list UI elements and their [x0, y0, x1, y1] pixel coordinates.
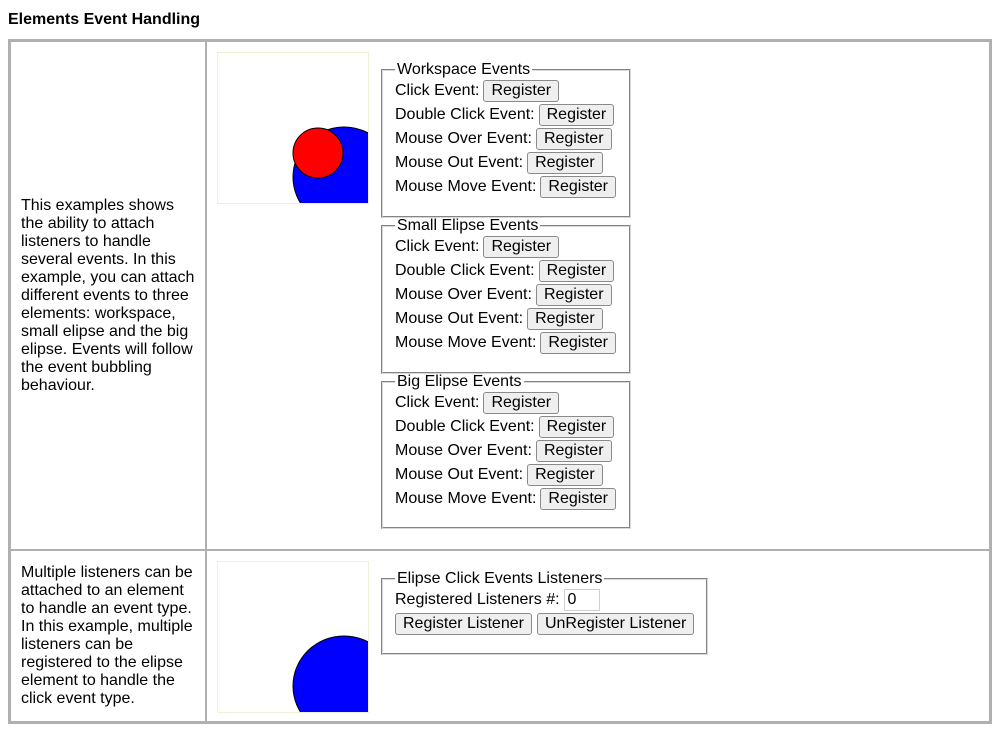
- workspace-canvas[interactable]: [217, 52, 369, 204]
- se-mouseout-row: Mouse Out Event:Register: [395, 307, 617, 331]
- se-dblclick-row: Double Click Event:Register: [395, 259, 617, 283]
- section2-description-cell: Multiple listeners can be attached to an…: [10, 550, 206, 722]
- big-elipse-events-fieldset: Big Elipse Events Click Event:Register D…: [381, 373, 631, 529]
- ws-mouseover-register-button[interactable]: Register: [535, 128, 612, 150]
- be-mouseover-row: Mouse Over Event:Register: [395, 439, 617, 463]
- se-mousemove-register-button[interactable]: Register: [540, 332, 616, 354]
- ws-mousemove-register-button[interactable]: Register: [540, 176, 616, 198]
- se-mouseout-label: Mouse Out Event:: [395, 310, 524, 327]
- be-mousemove-register-button[interactable]: Register: [540, 488, 616, 510]
- be-mouseover-label: Mouse Over Event:: [395, 442, 532, 459]
- se-click-label: Click Event:: [395, 238, 480, 255]
- listener-count-input[interactable]: [563, 589, 600, 611]
- small-elipse-events-legend: Small Elipse Events: [397, 217, 539, 234]
- be-mouseout-register-button[interactable]: Register: [527, 464, 603, 486]
- register-listener-button[interactable]: Register Listener: [395, 613, 532, 635]
- workspace-svg: [292, 126, 368, 203]
- se-mouseout-register-button[interactable]: Register: [527, 308, 603, 330]
- workspace-events-fieldset: Workspace Events Click Event:Register Do…: [381, 61, 631, 218]
- ws-mouseout-label: Mouse Out Event:: [395, 154, 524, 171]
- ws-click-row: Click Event:Register: [395, 79, 617, 103]
- be-mouseout-label: Mouse Out Event:: [395, 466, 524, 483]
- big-elipse-events-legend: Big Elipse Events: [397, 373, 522, 390]
- ws-dblclick-register-button[interactable]: Register: [538, 104, 615, 126]
- be-mouseover-register-button[interactable]: Register: [535, 440, 612, 462]
- se-click-register-button[interactable]: Register: [483, 236, 560, 258]
- page-title: Elements Event Handling: [8, 11, 201, 28]
- se-mouseover-label: Mouse Over Event:: [395, 286, 532, 303]
- se-mousemove-label: Mouse Move Event:: [395, 334, 537, 351]
- se-click-row: Click Event:Register: [395, 235, 617, 259]
- ws-mousemove-row: Mouse Move Event:Register: [395, 175, 617, 199]
- be-click-register-button[interactable]: Register: [483, 392, 560, 414]
- workspace-events-legend: Workspace Events: [397, 61, 531, 78]
- ws-dblclick-label: Double Click Event:: [395, 106, 535, 123]
- be-mousemove-label: Mouse Move Event:: [395, 490, 537, 507]
- listener-count-label: Registered Listeners #:: [395, 591, 560, 608]
- ws-mousemove-label: Mouse Move Event:: [395, 178, 537, 195]
- ws-dblclick-row: Double Click Event:Register: [395, 103, 617, 127]
- ws-click-label: Click Event:: [395, 82, 480, 99]
- section1-demo-cell: Workspace Events Click Event:Register Do…: [206, 41, 990, 550]
- ws-mouseout-register-button[interactable]: Register: [527, 152, 603, 174]
- section2-description: Multiple listeners can be attached to an…: [21, 564, 193, 707]
- se-mouseover-row: Mouse Over Event:Register: [395, 283, 617, 307]
- se-mousemove-row: Mouse Move Event:Register: [395, 331, 617, 355]
- section2-demo-cell: Elipse Click Events Listeners Registered…: [206, 550, 990, 722]
- be-mousemove-row: Mouse Move Event:Register: [395, 487, 617, 511]
- section1-description-cell: This examples shows the ability to attac…: [10, 41, 206, 550]
- section1-description: This examples shows the ability to attac…: [21, 196, 195, 394]
- small-elipse-events-fieldset: Small Elipse Events Click Event:Register…: [381, 217, 631, 374]
- se-mouseover-register-button[interactable]: Register: [535, 284, 612, 306]
- listener-buttons-row: Register Listener UnRegister Listener: [395, 612, 695, 636]
- be-click-row: Click Event:Register: [395, 391, 617, 415]
- se-dblclick-label: Double Click Event:: [395, 262, 535, 279]
- elipse-workspace-canvas[interactable]: [217, 561, 369, 713]
- be-dblclick-label: Double Click Event:: [395, 418, 535, 435]
- elipse-click-listeners-fieldset: Elipse Click Events Listeners Registered…: [381, 570, 709, 655]
- elipse[interactable]: [292, 635, 369, 713]
- be-mouseout-row: Mouse Out Event:Register: [395, 463, 617, 487]
- listener-count-row: Registered Listeners #:: [395, 588, 694, 612]
- ws-mouseover-row: Mouse Over Event:Register: [395, 127, 617, 151]
- se-dblclick-register-button[interactable]: Register: [538, 260, 615, 282]
- elipse-workspace-svg: [292, 635, 369, 713]
- small-elipse[interactable]: [292, 127, 344, 179]
- be-dblclick-register-button[interactable]: Register: [538, 416, 615, 438]
- ws-click-register-button[interactable]: Register: [483, 80, 560, 102]
- examples-table: This examples shows the ability to attac…: [8, 39, 992, 724]
- elipse-click-listeners-legend: Elipse Click Events Listeners: [397, 570, 603, 587]
- be-click-label: Click Event:: [395, 394, 480, 411]
- unregister-listener-button[interactable]: UnRegister Listener: [536, 613, 695, 635]
- be-dblclick-row: Double Click Event:Register: [395, 415, 617, 439]
- ws-mouseover-label: Mouse Over Event:: [395, 130, 532, 147]
- ws-mouseout-row: Mouse Out Event:Register: [395, 151, 617, 175]
